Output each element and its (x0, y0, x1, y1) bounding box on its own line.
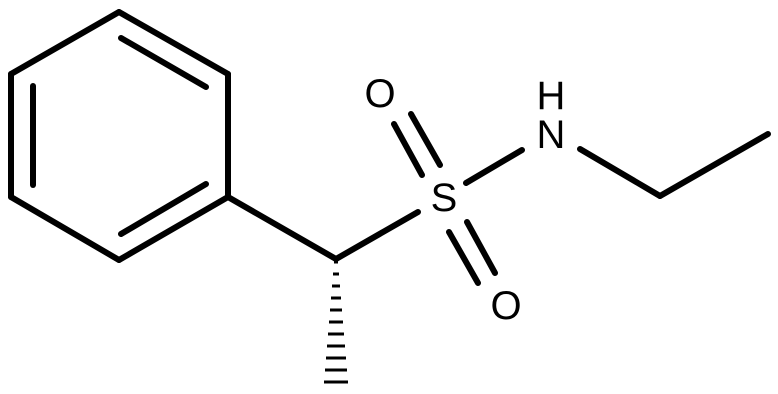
hashed-wedge-methyl (324, 260, 348, 384)
ring-inner-double-bond (118, 181, 209, 237)
bond-ring-to-chiral-carbon (225, 194, 339, 262)
bond-chiral-carbon-to-sulfur (333, 209, 421, 262)
atom-sulfur: S (431, 176, 458, 220)
ring-bond (116, 9, 231, 77)
atom-nitrogen-hydrogen: H (537, 74, 566, 118)
atom-oxygen-top: O (364, 72, 395, 116)
benzene-ring (8, 9, 231, 263)
bond-sulfur-to-nitrogen (463, 147, 525, 186)
ring-bond (8, 9, 122, 77)
double-bond-sulfur-oxygen-bottom (446, 219, 498, 286)
atom-nitrogen: N (537, 113, 566, 157)
bond-nitrogen-to-methylene (577, 146, 663, 199)
bond-ethyl (657, 131, 771, 199)
atom-oxygen-bottom: O (490, 284, 521, 328)
double-bond-sulfur-oxygen-top (391, 111, 443, 178)
ring-bond (8, 194, 122, 263)
ring-bond (116, 194, 231, 263)
ring-inner-double-bond (118, 35, 209, 90)
